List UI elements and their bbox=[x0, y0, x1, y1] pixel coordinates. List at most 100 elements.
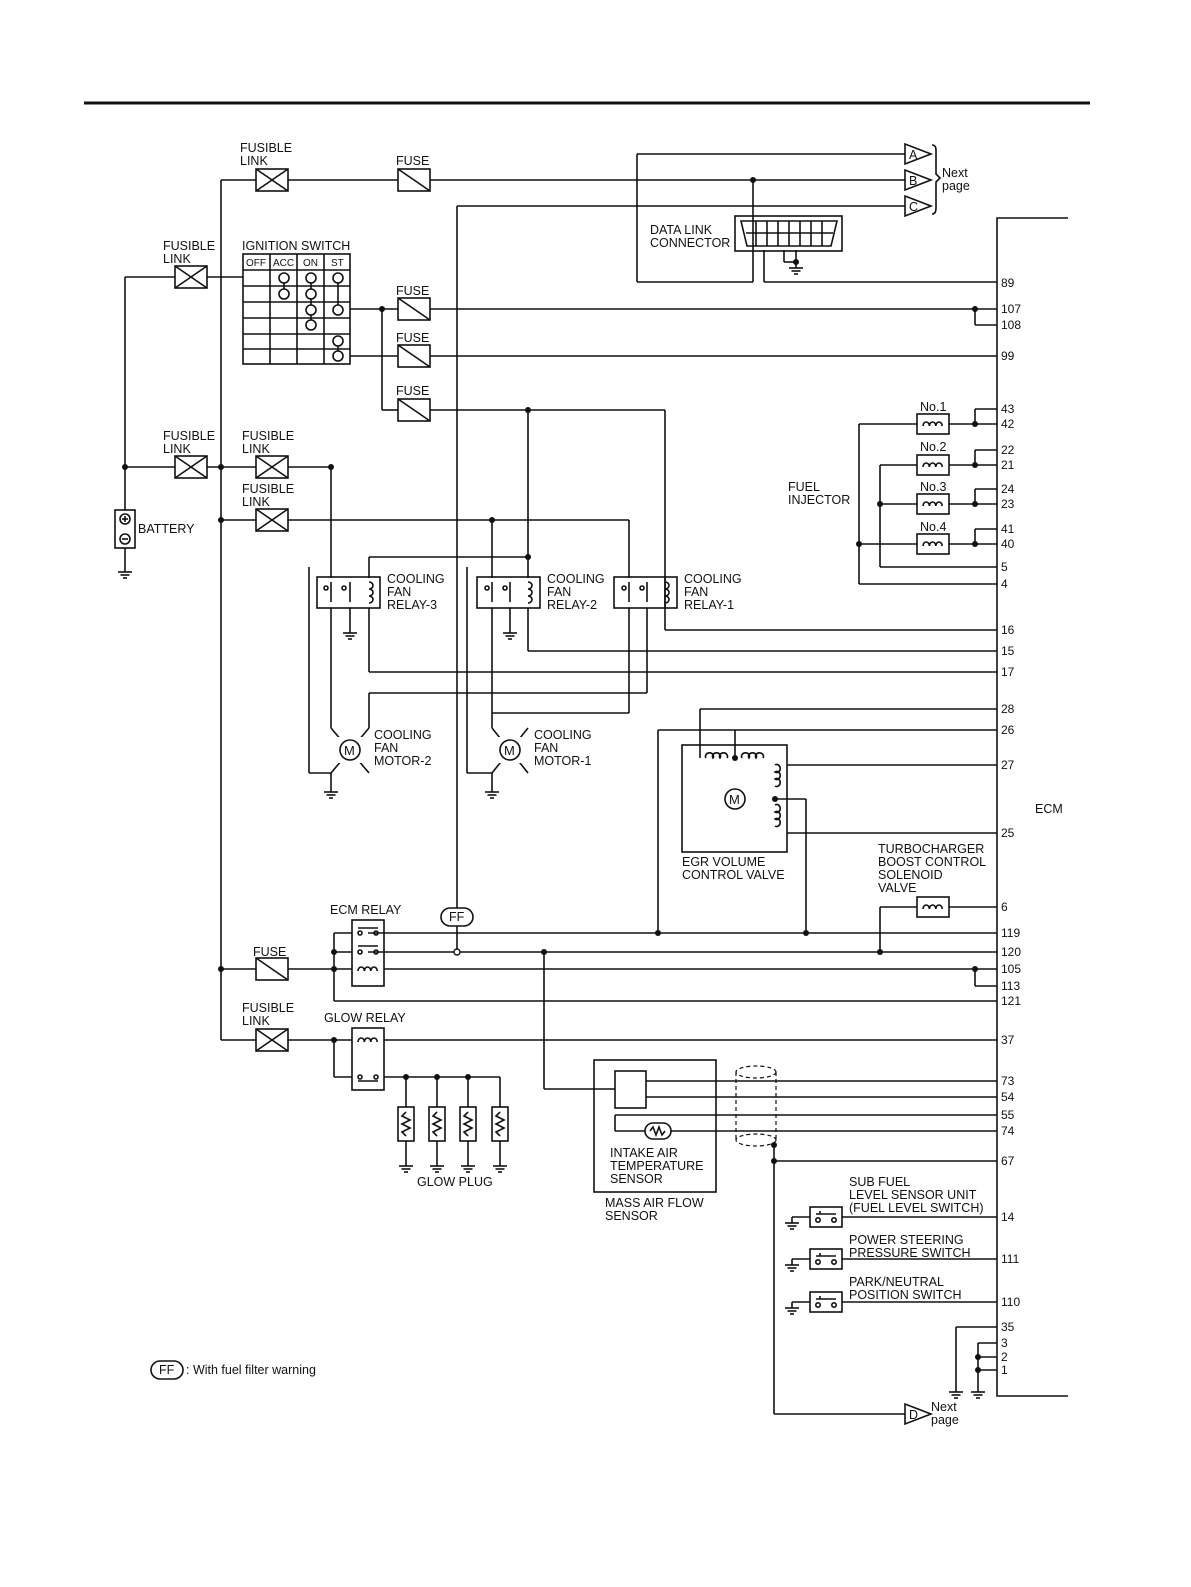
motor-1-label-1: COOLING bbox=[534, 728, 592, 742]
ff-symbol-icon bbox=[440, 907, 474, 927]
fuse-1-icon bbox=[397, 168, 431, 192]
legend-ff-icon bbox=[150, 1360, 184, 1380]
relay-3-label-1: COOLING bbox=[387, 572, 445, 586]
ecm-box bbox=[996, 217, 1068, 1397]
sub-fuel-label-3: (FUEL LEVEL SWITCH) bbox=[849, 1201, 984, 1215]
fuse-4-icon bbox=[397, 398, 431, 422]
glow-plug-label: GLOW PLUG bbox=[417, 1175, 493, 1189]
fusible-link-3-label-1: FUSIBLE bbox=[163, 429, 215, 443]
ecm-pin: 24 bbox=[1001, 482, 1015, 496]
legend-ff-text: : With fuel filter warning bbox=[186, 1363, 316, 1377]
ecm-ground-1-icon bbox=[948, 1385, 964, 1399]
injector-3-label: No.3 bbox=[920, 480, 946, 494]
egr-valve-icon bbox=[681, 744, 788, 853]
ps-switch-icon bbox=[809, 1248, 843, 1270]
glow-plug-3-ground-icon bbox=[460, 1159, 476, 1173]
ecm-pin: 111 bbox=[1001, 1252, 1020, 1266]
fusible-link-5-label-1: FUSIBLE bbox=[242, 482, 294, 496]
ecm-pin: 14 bbox=[1001, 1210, 1015, 1224]
fuse-1-label: FUSE bbox=[396, 154, 429, 168]
battery-ground-icon bbox=[117, 565, 133, 579]
ecm-pin: 16 bbox=[1001, 623, 1015, 637]
dlc-label-1: DATA LINK bbox=[650, 223, 713, 237]
ecm-pin: 17 bbox=[1001, 665, 1015, 679]
fuse-4-label: FUSE bbox=[396, 384, 429, 398]
ff-symbol-label: FF bbox=[449, 910, 465, 924]
ecm-pin: 27 bbox=[1001, 758, 1015, 772]
legend-ff-symbol: FF bbox=[159, 1363, 175, 1377]
fusible-link-3-label-2: LINK bbox=[163, 442, 191, 456]
turbo-solenoid-icon bbox=[916, 896, 950, 918]
ps-ground-icon bbox=[784, 1258, 800, 1272]
ecm-pins: 89 107 108 99 43 42 22 21 24 23 41 40 5 … bbox=[1001, 276, 1021, 1377]
motor-2-ground-icon bbox=[323, 785, 339, 799]
glow-plug-2-ground-icon bbox=[429, 1159, 445, 1173]
cooling-fan-relay-1-icon bbox=[613, 576, 678, 609]
fuse-3-label: FUSE bbox=[396, 331, 429, 345]
pn-ground-icon bbox=[784, 1301, 800, 1315]
ecm-pin: 54 bbox=[1001, 1090, 1015, 1104]
ecm-pin: 41 bbox=[1001, 522, 1015, 536]
relay-1-label-2: FAN bbox=[684, 585, 708, 599]
pn-switch-icon bbox=[809, 1291, 843, 1313]
glow-plug-1-ground-icon bbox=[398, 1159, 414, 1173]
motor-2-label-1: COOLING bbox=[374, 728, 432, 742]
ecm-pin: 28 bbox=[1001, 702, 1015, 716]
ecm-pin: 120 bbox=[1001, 945, 1021, 959]
fusible-link-2-label-2: LINK bbox=[163, 252, 191, 266]
relay-1-label-1: COOLING bbox=[684, 572, 742, 586]
maf-label-1: MASS AIR FLOW bbox=[605, 1196, 704, 1210]
ecm-pin: 21 bbox=[1001, 458, 1015, 472]
egr-label-1: EGR VOLUME bbox=[682, 855, 765, 869]
fusible-link-5-icon bbox=[255, 508, 289, 532]
relay-2-label-2: FAN bbox=[547, 585, 571, 599]
fuse-2-label: FUSE bbox=[396, 284, 429, 298]
fusible-link-6-icon bbox=[255, 1028, 289, 1052]
maf-label-2: SENSOR bbox=[605, 1209, 658, 1223]
connector-d-label: D bbox=[909, 1408, 918, 1422]
relay-3-label-3: RELAY-3 bbox=[387, 598, 437, 612]
ecm-pin: 37 bbox=[1001, 1033, 1015, 1047]
connector-a-icon bbox=[904, 142, 934, 166]
connector-a-label: A bbox=[909, 148, 918, 162]
junction-dots bbox=[122, 177, 981, 1373]
injector-2-icon bbox=[916, 454, 950, 476]
motor-1-symbol: M bbox=[504, 743, 515, 758]
next-page-d-label-2: page bbox=[931, 1413, 959, 1427]
ecm-pin: 42 bbox=[1001, 417, 1015, 431]
next-page-label-1: Next bbox=[942, 166, 968, 180]
fusible-link-1-label-2: LINK bbox=[240, 154, 268, 168]
fuel-injector-label-2: INJECTOR bbox=[788, 493, 850, 507]
iat-label-1: INTAKE AIR bbox=[610, 1146, 678, 1160]
egr-motor-symbol: M bbox=[729, 792, 740, 807]
iat-label-2: TEMPERATURE bbox=[610, 1159, 704, 1173]
motor-2-label-2: FAN bbox=[374, 741, 398, 755]
fusible-link-4-label-2: LINK bbox=[242, 442, 270, 456]
glow-plug-4-icon bbox=[491, 1106, 509, 1142]
ecm-pin: 15 bbox=[1001, 644, 1015, 658]
fusible-link-4-icon bbox=[255, 455, 289, 479]
sub-fuel-ground-icon bbox=[784, 1216, 800, 1230]
ignition-pos-acc: ACC bbox=[273, 258, 294, 269]
ignition-switch-table bbox=[242, 253, 351, 365]
connector-b-icon bbox=[904, 168, 934, 192]
ecm-ground-2-icon bbox=[970, 1385, 986, 1399]
injector-2-label: No.2 bbox=[920, 440, 946, 454]
ps-label-2: PRESSURE SWITCH bbox=[849, 1246, 971, 1260]
injector-3-icon bbox=[916, 493, 950, 515]
fusible-link-6-label-2: LINK bbox=[242, 1014, 270, 1028]
ecm-pin: 23 bbox=[1001, 497, 1015, 511]
ignition-switch-label: IGNITION SWITCH bbox=[242, 239, 350, 253]
motor-2-label-3: MOTOR-2 bbox=[374, 754, 431, 768]
ecm-pin: 1 bbox=[1001, 1363, 1008, 1377]
cooling-fan-motor-2-icon bbox=[330, 727, 370, 774]
ecm-pin: 55 bbox=[1001, 1108, 1015, 1122]
fuse-2-icon bbox=[397, 297, 431, 321]
fusible-link-1-icon bbox=[255, 168, 289, 192]
ecm-pin: 3 bbox=[1001, 1336, 1008, 1350]
next-page-brace bbox=[931, 144, 942, 215]
relay-1-label-3: RELAY-1 bbox=[684, 598, 734, 612]
motor-1-label-3: MOTOR-1 bbox=[534, 754, 591, 768]
ignition-pos-st: ST bbox=[331, 258, 344, 269]
ecm-pin: 67 bbox=[1001, 1154, 1015, 1168]
